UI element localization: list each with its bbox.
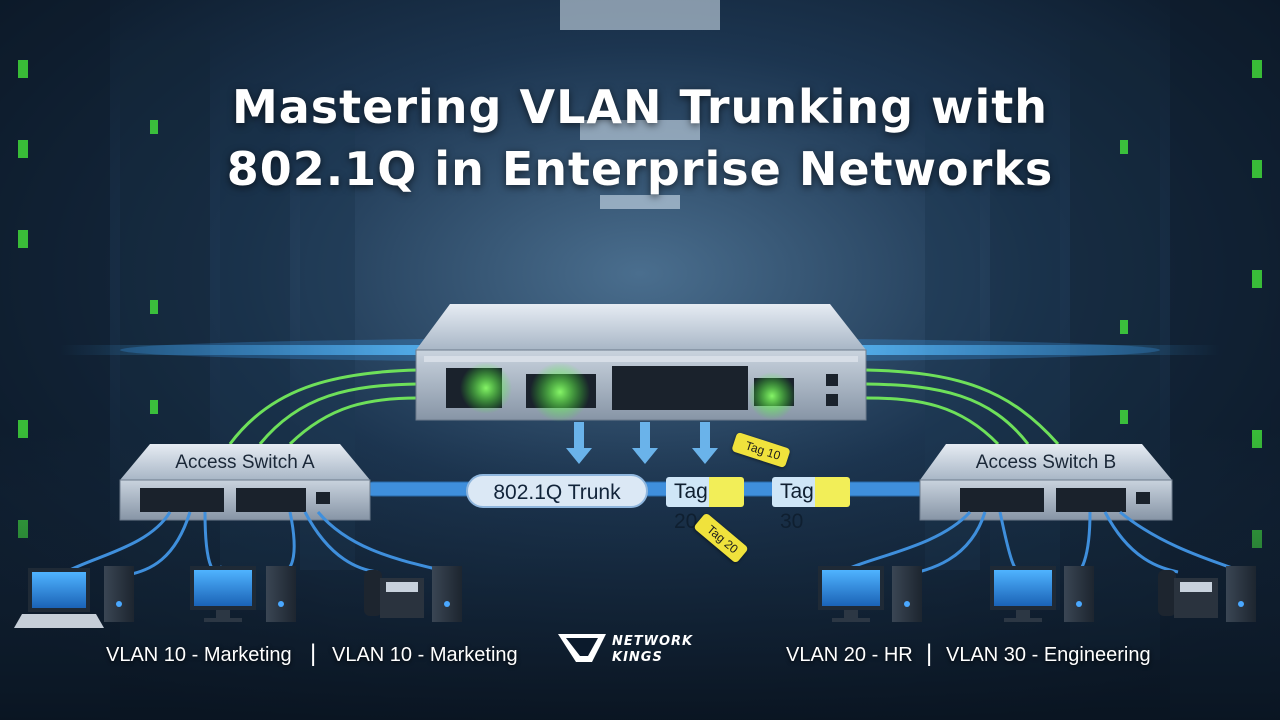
trunk-label: 802.1Q Trunk — [466, 474, 648, 508]
vlan-label: VLAN 10 - Marketing — [106, 644, 292, 666]
access-switch-a — [119, 444, 371, 521]
access-switch-b — [919, 444, 1173, 521]
ip-phone-icon — [364, 570, 424, 618]
ip-phone-icon — [1158, 570, 1218, 618]
pc-tower-icon — [266, 566, 296, 622]
vlan-label: VLAN 20 - HR — [786, 644, 913, 666]
vlan-label: VLAN 10 - Marketing — [332, 644, 518, 666]
pc-tower-icon — [432, 566, 462, 622]
core-switch — [415, 304, 867, 422]
uplink-cables-left — [228, 368, 419, 446]
monitor-icon — [990, 566, 1056, 622]
down-arrows — [566, 422, 718, 464]
tag-30-label: Tag 30 — [772, 477, 850, 533]
logo-text-line-2: KINGS — [612, 650, 663, 665]
vlan-label: VLAN 30 - Engineering — [946, 644, 1151, 666]
tag-20-label: Tag 20 — [666, 477, 744, 533]
pc-tower-icon — [104, 566, 134, 622]
pc-tower-icon — [1064, 566, 1094, 622]
laptop-icon — [14, 568, 104, 628]
monitor-icon — [818, 566, 884, 622]
pc-tower-icon — [892, 566, 922, 622]
pc-tower-icon — [1226, 566, 1256, 622]
logo-text-line-1: NETWORK — [612, 634, 694, 649]
monitor-icon — [190, 566, 256, 622]
access-switch-b-label: Access Switch B — [975, 452, 1117, 473]
separator: | — [926, 640, 933, 667]
uplink-cables-right — [865, 368, 1060, 446]
access-switch-a-label: Access Switch A — [175, 452, 315, 473]
separator: | — [310, 640, 317, 667]
ceiling-lights — [560, 0, 720, 209]
network-kings-logo-mark — [558, 634, 606, 662]
page-title-line-2: 802.1Q in Enterprise Networks — [226, 142, 1054, 196]
page-title-line-1: Mastering VLAN Trunking with — [231, 80, 1049, 134]
